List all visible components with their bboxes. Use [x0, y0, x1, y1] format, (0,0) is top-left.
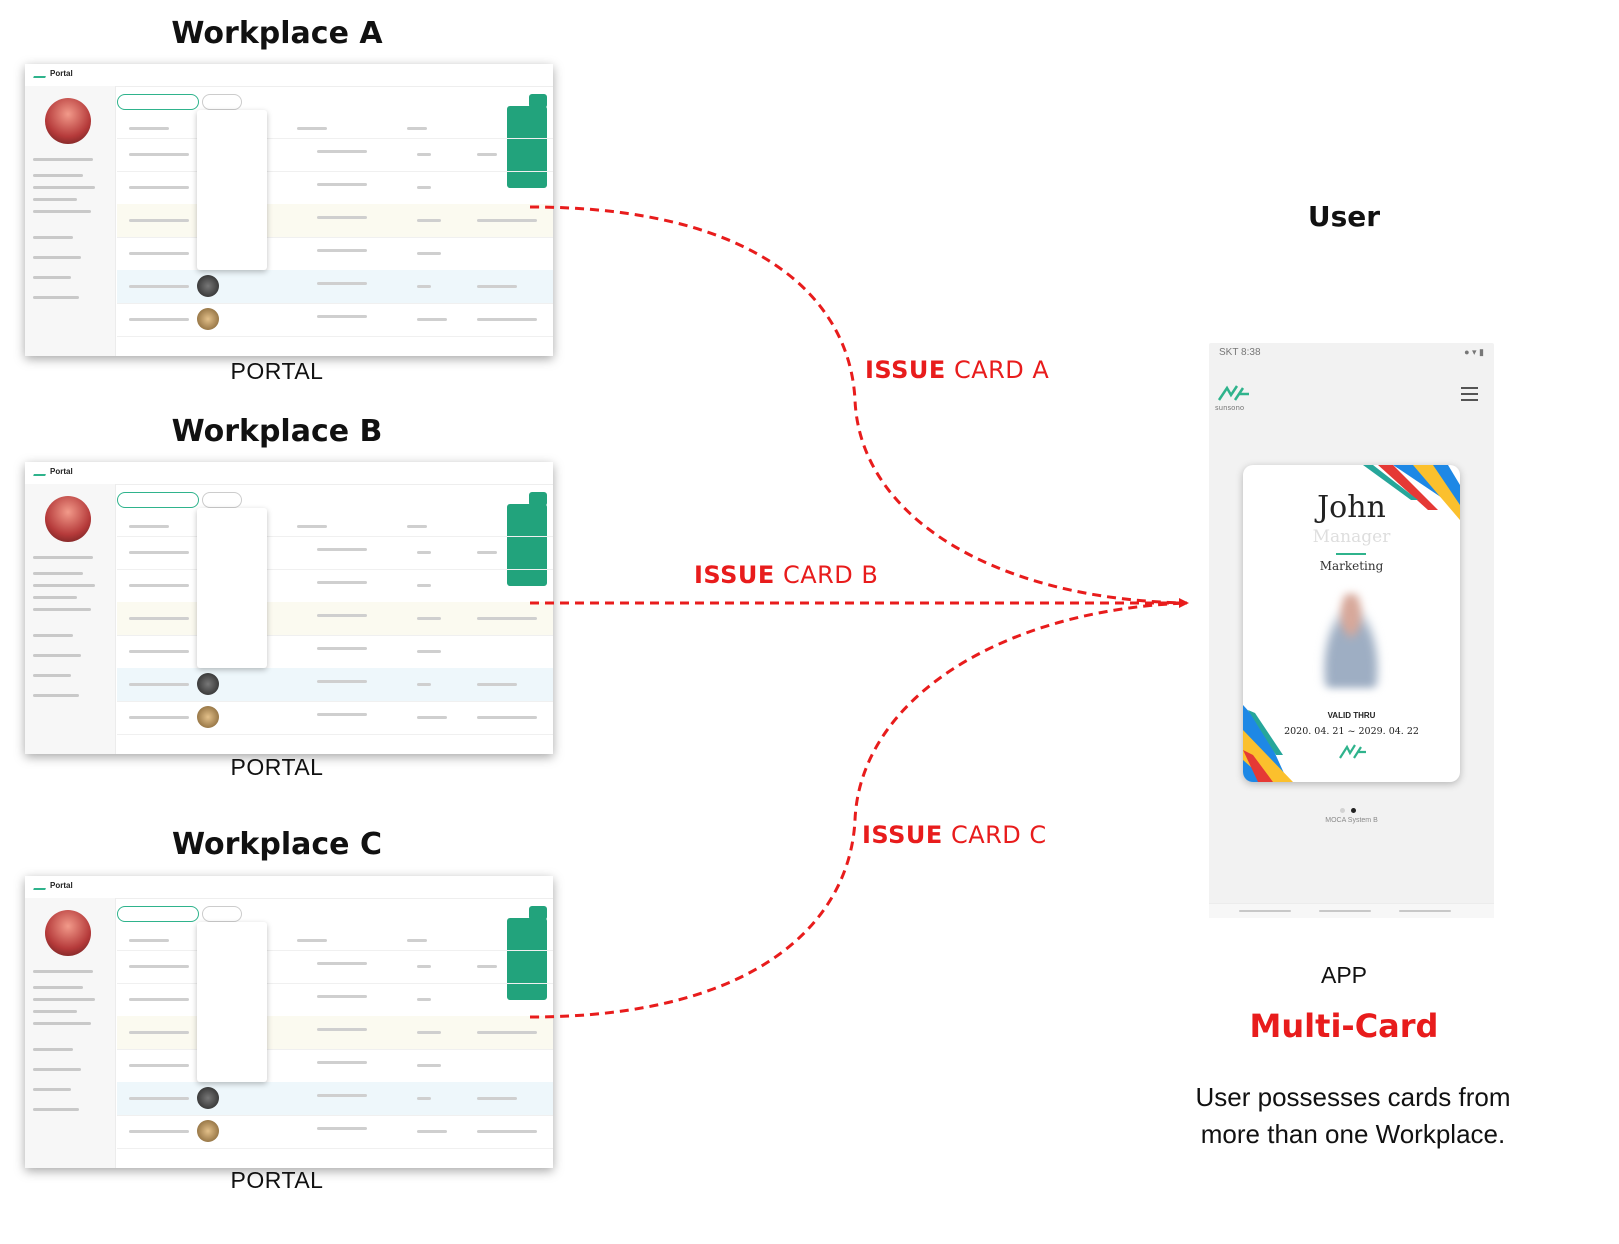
app-label: APP	[1320, 962, 1368, 988]
system-caption: MOCA System B	[1325, 817, 1378, 824]
status-icons: ● ▾ ▮	[1464, 347, 1484, 357]
portal-label-c: PORTAL	[230, 1167, 324, 1193]
user-title: User	[1307, 200, 1381, 233]
arrow-card-a	[529, 205, 1188, 605]
pagination-dot-active[interactable]	[1351, 808, 1356, 813]
issue-card-a-label: ISSUE CARD A	[865, 356, 1050, 384]
arrow-card-c	[529, 601, 1188, 1019]
portal-screenshot-b: Portal	[25, 462, 553, 754]
workplace-a-title: Workplace A	[171, 16, 383, 51]
card-logo-icon	[1339, 744, 1366, 759]
mobile-app-screenshot: SKT 8:38 ● ▾ ▮ sunsono John Manager Mark…	[1209, 343, 1494, 918]
workplace-c-title: Workplace C	[172, 827, 382, 862]
tab-indicator[interactable]	[1319, 910, 1371, 912]
description-line-2: more than one Workplace.	[1200, 1119, 1506, 1149]
multi-card-description: User possesses cards from more than one …	[1143, 1079, 1563, 1153]
valid-thru-range: 2020. 04. 21 ~ 2029. 04. 22	[1284, 726, 1419, 737]
hamburger-menu-icon[interactable]	[1461, 387, 1478, 401]
portal-brand: Portal	[50, 880, 73, 890]
card-holder-photo	[1316, 593, 1386, 688]
workplace-avatar	[45, 496, 91, 542]
workplace-avatar	[45, 910, 91, 956]
workplace-b-title: Workplace B	[171, 414, 383, 449]
portal-screenshot-c: Portal	[25, 876, 553, 1168]
workplace-avatar	[45, 98, 91, 144]
issue-card-b-label: ISSUE CARD B	[694, 561, 879, 589]
status-time: SKT 8:38	[1219, 347, 1261, 358]
card-holder-department: Marketing	[1319, 559, 1384, 573]
brand-subtitle: sunsono	[1215, 404, 1245, 412]
portal-label-b: PORTAL	[230, 754, 324, 780]
tab-indicator[interactable]	[1399, 910, 1451, 912]
card-holder-role: Manager	[1312, 527, 1391, 547]
portal-screenshot-a: Portal	[25, 64, 553, 356]
portal-label-a: PORTAL	[230, 358, 324, 384]
card-pagination[interactable]	[1337, 798, 1359, 817]
tab-indicator[interactable]	[1239, 910, 1291, 912]
issue-card-c-label: ISSUE CARD C	[862, 821, 1047, 849]
portal-brand: Portal	[50, 466, 73, 476]
valid-thru-label: VALID THRU	[1327, 711, 1376, 720]
pagination-dot[interactable]	[1340, 808, 1345, 813]
card-decoration-stripes	[1243, 465, 1460, 782]
brand-logo-icon	[1217, 385, 1249, 401]
description-line-1: User possesses cards from	[1195, 1082, 1511, 1112]
card-holder-name: John	[1317, 490, 1386, 525]
bottom-tab-bar	[1209, 903, 1494, 918]
card-divider	[1336, 553, 1366, 555]
portal-brand: Portal	[50, 68, 73, 78]
id-card[interactable]: John Manager Marketing VALID THRU 2020. …	[1243, 465, 1460, 782]
multi-card-title: Multi-Card	[1249, 1007, 1439, 1045]
